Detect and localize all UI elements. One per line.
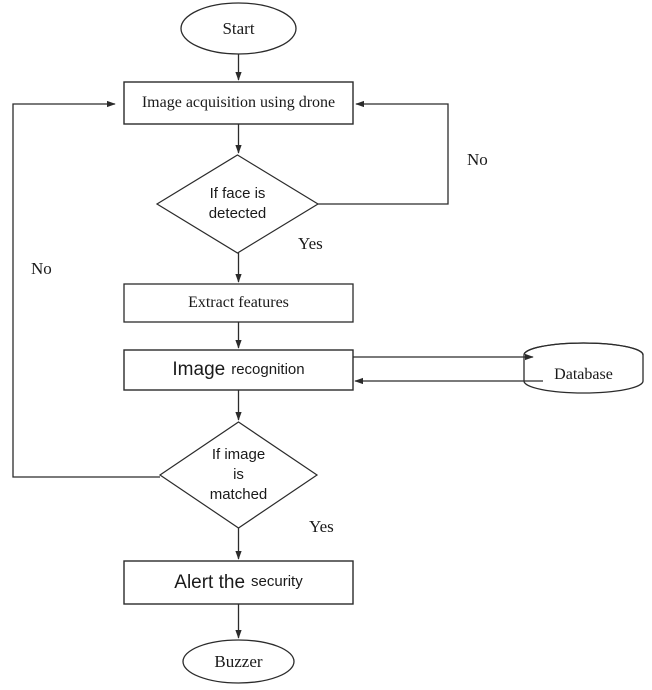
node-if-image-matched-shape[interactable]: [158, 421, 319, 529]
edge-face-decision-no-loop: [318, 100, 449, 205]
node-if-face-detected-shape[interactable]: [155, 154, 320, 254]
node-image-recognition-shape[interactable]: [123, 349, 354, 391]
edge-match-decision-no-loop: [12, 100, 160, 478]
node-alert-security-shape[interactable]: [123, 560, 354, 605]
node-start-shape[interactable]: [180, 2, 297, 55]
node-image-acquisition-shape[interactable]: [123, 81, 354, 125]
node-database-shape[interactable]: [523, 342, 644, 394]
node-database-top-ellipse: [523, 342, 644, 356]
node-extract-features-shape[interactable]: [123, 283, 354, 323]
node-buzzer-shape[interactable]: [182, 639, 295, 684]
